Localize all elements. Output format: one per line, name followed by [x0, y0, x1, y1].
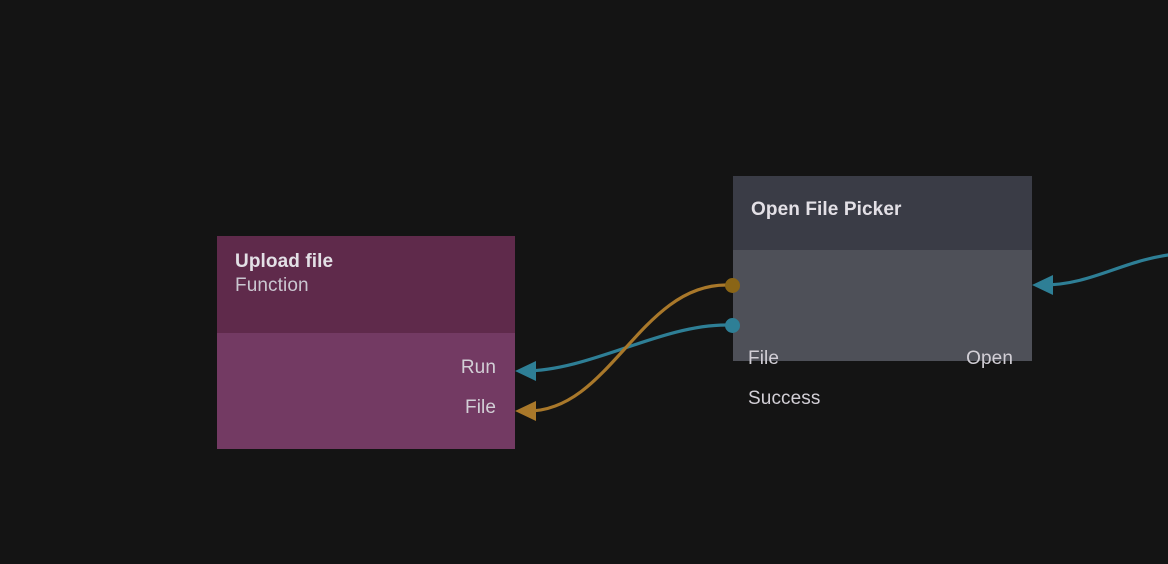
output-port-open-label: Open — [966, 348, 1013, 369]
port-dot-success-in[interactable] — [725, 318, 740, 333]
edge-path-file-to-file — [526, 283, 728, 413]
edge-path-success-to-run — [522, 323, 728, 373]
edge-arrow-success-to-run — [515, 361, 536, 381]
input-port-success[interactable]: Success — [748, 388, 821, 410]
output-port-file-label: File — [464, 397, 496, 418]
input-port-file[interactable]: File — [748, 348, 779, 370]
output-port-file[interactable]: File — [465, 397, 496, 419]
edge-file-to-file — [515, 283, 728, 421]
node-open-file-picker-header[interactable]: Open File Picker — [733, 176, 1032, 250]
edge-success-to-run — [515, 323, 728, 381]
input-port-success-label: Success — [748, 388, 821, 409]
node-open-file-picker-title: Open File Picker — [751, 199, 902, 220]
node-upload-file-subtitle: Function — [235, 275, 309, 296]
output-port-run-label: Run — [460, 357, 496, 378]
node-open-file-picker[interactable]: Open File Picker File Success Open — [733, 176, 1032, 409]
edge-arrow-file-to-file — [515, 401, 536, 421]
edge-path-incoming-to-open — [1041, 253, 1168, 287]
output-port-run[interactable]: Run — [461, 357, 496, 379]
node-upload-file[interactable]: Upload file Function Run File — [217, 236, 515, 449]
edge-incoming-to-open — [1032, 253, 1168, 295]
edge-arrow-incoming-to-open — [1032, 275, 1053, 295]
node-upload-file-body: Run File — [217, 333, 515, 449]
node-upload-file-title: Upload file — [235, 251, 334, 272]
node-upload-file-header[interactable]: Upload file Function — [217, 236, 515, 333]
node-open-file-picker-body: File Success Open — [733, 250, 1032, 409]
input-port-file-label: File — [748, 348, 780, 369]
output-port-open[interactable]: Open — [966, 348, 1013, 370]
port-dot-file-in[interactable] — [725, 278, 740, 293]
